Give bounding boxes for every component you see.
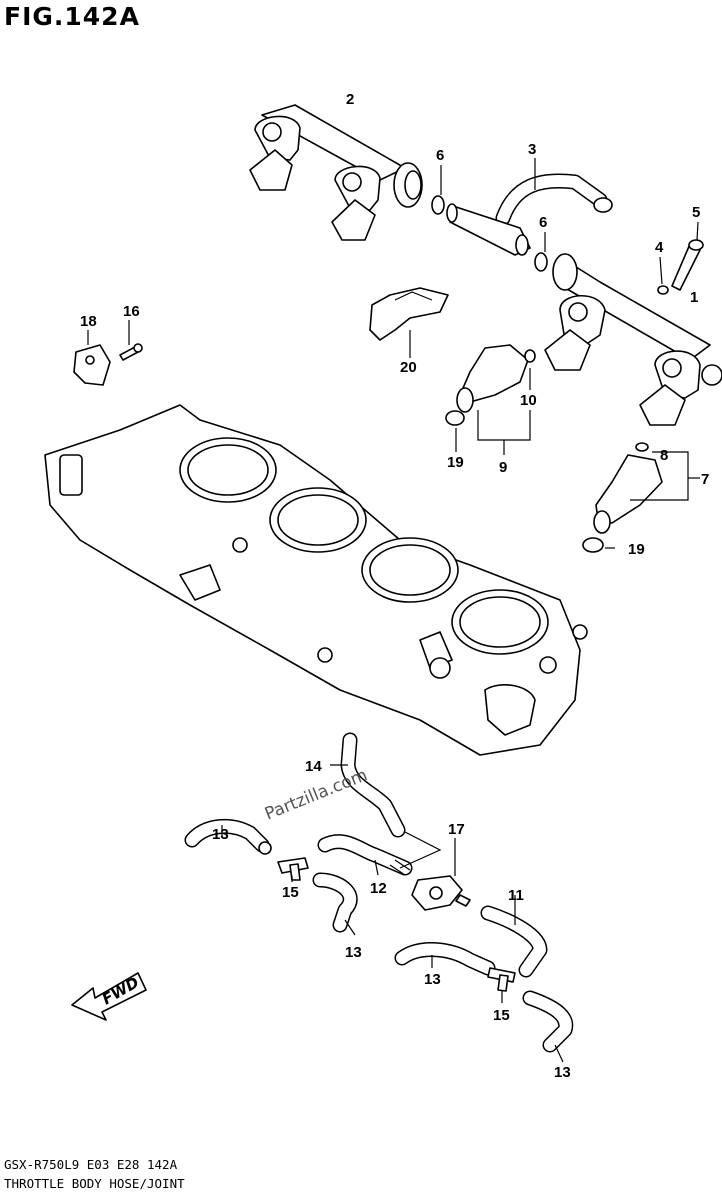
o-ring-19-right[interactable] (582, 537, 604, 553)
o-ring-8[interactable] (635, 442, 649, 452)
hose-13-right[interactable] (522, 990, 574, 1053)
fuel-delivery-pipe-lower[interactable] (544, 253, 722, 426)
callout-7: 7 (701, 471, 709, 488)
callout-10: 10 (520, 392, 537, 409)
hose-13-mid[interactable] (312, 872, 358, 933)
callout-13b: 13 (345, 944, 362, 961)
joint-15-left[interactable] (277, 857, 309, 881)
fuel-hose-3[interactable] (495, 173, 613, 226)
footer-model-code: GSX-R750L9 E03 E28 142A (4, 1157, 178, 1172)
callout-13a: 13 (212, 826, 229, 843)
fuel-injector-7[interactable] (593, 454, 663, 534)
washer-4[interactable] (657, 285, 669, 295)
fuel-delivery-pipe-upper[interactable] (249, 104, 423, 241)
clamp-20[interactable] (369, 287, 449, 341)
leader-lines (87, 158, 700, 1063)
callout-13c: 13 (424, 971, 441, 988)
hose-13-lower[interactable] (394, 942, 496, 976)
fuel-joint[interactable] (446, 203, 531, 256)
bolt-5[interactable] (671, 239, 704, 291)
o-ring-10[interactable] (524, 349, 536, 363)
callout-12: 12 (370, 880, 387, 897)
hose-11[interactable] (480, 905, 548, 978)
footer-section-title: THROTTLE BODY HOSE/JOINT (4, 1176, 185, 1191)
callout-6a: 6 (436, 147, 444, 164)
fuel-injector-9[interactable] (456, 344, 529, 413)
callout-19b: 19 (628, 541, 645, 558)
callout-8: 8 (660, 447, 668, 464)
callout-18: 18 (80, 313, 97, 330)
figure-title: FIG.142A (4, 2, 140, 31)
joint-17[interactable] (411, 875, 471, 911)
callout-11: 11 (508, 887, 524, 904)
callout-14: 14 (305, 758, 322, 775)
footer: GSX-R750L9 E03 E28 142A THROTTLE BODY HO… (4, 1155, 185, 1193)
callout-6b: 6 (539, 214, 547, 231)
callout-3: 3 (528, 141, 536, 158)
o-ring-6-upper[interactable] (431, 195, 445, 215)
hose-12[interactable] (317, 834, 413, 876)
callout-16: 16 (123, 303, 140, 320)
sensor-18[interactable] (73, 344, 111, 386)
callout-17: 17 (448, 821, 465, 838)
callout-15b: 15 (493, 1007, 510, 1024)
callouts: 2 3 6 6 5 4 1 16 18 20 10 19 9 8 7 19 14… (80, 91, 709, 1081)
hose-14[interactable] (340, 732, 406, 838)
callout-15a: 15 (282, 884, 299, 901)
hose-13-left[interactable] (184, 818, 272, 855)
callout-13d: 13 (554, 1064, 571, 1081)
callout-1: 1 (690, 289, 698, 306)
o-ring-19-left[interactable] (445, 410, 465, 426)
fwd-arrow-icon: FWD (71, 972, 147, 1021)
callout-2: 2 (346, 91, 354, 108)
joint-15-right[interactable] (487, 967, 516, 992)
callout-5: 5 (692, 204, 700, 221)
callout-4: 4 (655, 239, 664, 256)
throttle-body-assembly (44, 404, 588, 756)
callout-20: 20 (400, 359, 417, 376)
o-ring-6-lower[interactable] (534, 252, 548, 272)
callout-9: 9 (499, 459, 507, 476)
callout-19a: 19 (447, 454, 464, 471)
screw-16[interactable] (119, 343, 143, 361)
